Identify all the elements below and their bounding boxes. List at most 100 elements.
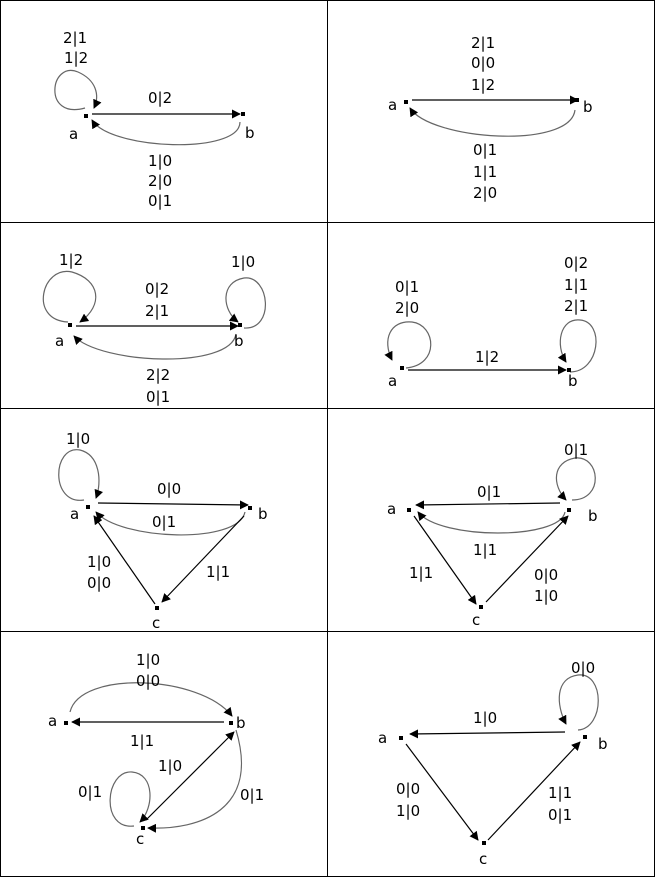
node-c-label: c (152, 614, 160, 632)
edge-b-to-a (409, 107, 576, 137)
node-c (479, 605, 483, 609)
loop-edge (557, 319, 597, 373)
edge-label: 1|0 (136, 651, 160, 669)
edge-label: 1|2 (64, 49, 88, 67)
node-a-label: a (48, 712, 57, 730)
panel-1-frame (0, 0, 328, 223)
loop-edge (558, 674, 599, 731)
node-a (400, 366, 404, 370)
node-a (86, 505, 90, 509)
node-b-label: b (245, 124, 255, 142)
edge-label: 1|1 (473, 163, 497, 181)
node-b (229, 721, 233, 725)
node-a (399, 736, 403, 740)
edge-label: 2|1 (471, 34, 495, 52)
panel-8-frame (327, 631, 655, 877)
loop-edge (555, 457, 596, 501)
edge-label: 0|0 (136, 672, 160, 690)
node-a (68, 323, 72, 327)
edge-label: 0|0 (396, 780, 420, 798)
edge-a-to-c (405, 743, 479, 841)
edge-label: 0|0 (157, 480, 181, 498)
edge-c-to-b (145, 731, 235, 821)
edge-label: 1|1 (548, 784, 572, 802)
panel-7-frame (0, 631, 328, 877)
edge-label: 0|1 (146, 388, 170, 406)
edge-c-to-a (93, 515, 156, 605)
edge-label: 0|1 (473, 141, 497, 159)
node-c (482, 841, 486, 845)
node-a (407, 508, 411, 512)
edge-label: 1|1 (473, 541, 497, 559)
edge-label: 2|0 (148, 172, 172, 190)
node-b-label: b (598, 735, 608, 753)
node-a-label: a (388, 96, 397, 114)
edge-label: 1|0 (87, 553, 111, 571)
node-b (575, 98, 579, 102)
edge-label: 2|2 (146, 366, 170, 384)
node-b-label: b (234, 332, 244, 350)
edge-label: 0|1 (152, 513, 176, 531)
node-a-label: a (70, 505, 79, 523)
panel-8: a b c 0|0 1|0 0|0 1|0 1|1 0|1 (378, 659, 608, 868)
node-b-label: b (236, 714, 246, 732)
edge-label: 1|2 (59, 251, 83, 269)
edge-label: 0|0 (87, 574, 111, 592)
loop-edge (54, 69, 102, 111)
panel-6-frame (327, 408, 655, 632)
edge-label: 1|0 (158, 757, 182, 775)
edge-label: 0|1 (564, 441, 588, 459)
edge-label: 1|2 (471, 76, 495, 94)
node-b-label: b (588, 507, 598, 525)
edge-c-to-b (485, 515, 569, 603)
edge-label: 0|2 (145, 280, 169, 298)
edge-b-to-a (73, 333, 237, 360)
edge-label: 0|1 (477, 483, 501, 501)
node-a (404, 100, 408, 104)
node-b (238, 323, 242, 327)
edge-label: 0|2 (148, 89, 172, 107)
edge-b-to-c-curve (147, 729, 242, 833)
edge-label: 0|1 (148, 192, 172, 210)
node-c-label: c (136, 830, 144, 848)
edge-label: 0|1 (548, 806, 572, 824)
edge-label: 1|0 (66, 430, 90, 448)
edge-label: 0|1 (78, 783, 102, 801)
edge-label: 1|1 (130, 732, 154, 750)
loop-edge (109, 771, 151, 827)
edge-label: 1|0 (396, 802, 420, 820)
edge-b-to-a-top (415, 500, 561, 510)
edge-label: 1|1 (409, 564, 433, 582)
edge-b-to-a (91, 119, 241, 146)
edge-b-to-c (161, 515, 245, 603)
node-a-label: a (378, 729, 387, 747)
loop-edge (58, 449, 104, 501)
panel-4: a b 0|1 2|0 0|2 1|1 2|1 1|2 (384, 254, 597, 390)
loop-edge (42, 270, 97, 323)
edge-c-to-b (487, 741, 581, 841)
edge-a-to-b (97, 500, 249, 510)
edge-label: 1|1 (564, 276, 588, 294)
edge-label: 1|0 (231, 253, 255, 271)
node-b-label: b (258, 505, 268, 523)
node-b (241, 112, 245, 116)
panel-1: a b 2|1 1|2 0|2 1|0 2|0 0|1 (54, 29, 255, 210)
node-c-label: c (472, 611, 480, 629)
node-b (567, 368, 571, 372)
edge-label: 0|0 (471, 54, 495, 72)
edge-a-to-b (69, 682, 233, 717)
node-a (84, 114, 88, 118)
edge-b-to-a (409, 729, 566, 739)
node-a-label: a (387, 500, 396, 518)
panel-4-frame (327, 222, 655, 409)
node-a (64, 721, 68, 725)
node-a-label: a (69, 125, 78, 143)
edge-label: 2|1 (63, 29, 87, 47)
node-c-label: c (479, 850, 487, 868)
edge-label: 0|0 (571, 659, 595, 677)
edge-label: 0|1 (240, 786, 264, 804)
node-b-label: b (568, 372, 578, 390)
loop-edge (225, 277, 266, 329)
